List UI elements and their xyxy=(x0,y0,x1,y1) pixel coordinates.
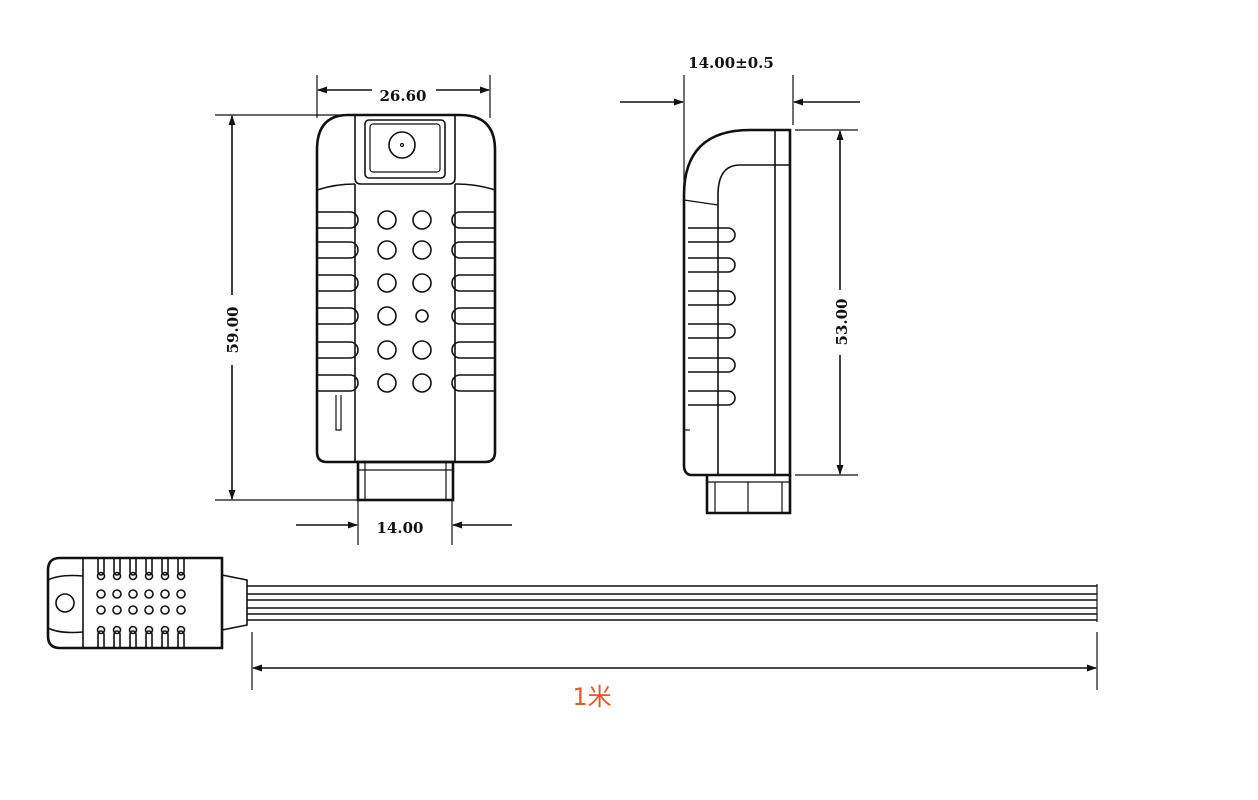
vent-slot-right xyxy=(451,274,495,292)
vent-hole xyxy=(377,240,397,260)
cable-vent-hole xyxy=(176,605,186,615)
vent-slot-left xyxy=(317,241,359,259)
thickness-dim-label: 14.00±0.5 xyxy=(688,54,774,72)
cable-vent-hole xyxy=(176,589,186,599)
vent-slot-right xyxy=(451,211,495,229)
side-height-dim-label: 53.00 xyxy=(833,299,851,346)
vent-slot-left xyxy=(317,211,359,229)
cable-vent-slot-top xyxy=(113,558,121,576)
cable-vent-slot-top xyxy=(177,558,185,576)
cable-vent-hole xyxy=(112,625,122,635)
width-dim-label: 26.60 xyxy=(380,87,427,105)
length-dim-label: 1米 xyxy=(572,683,611,711)
front-vent-slots xyxy=(317,211,495,392)
vent-slot-right xyxy=(451,374,495,392)
cable-strain-relief xyxy=(221,574,248,631)
side-fin xyxy=(688,257,736,273)
cable-vent-slot-bottom xyxy=(113,630,121,648)
cable-vent-slot-bottom xyxy=(177,630,185,648)
cable-vent-hole xyxy=(96,571,106,581)
vent-hole xyxy=(377,340,397,360)
cable-vent-hole xyxy=(96,625,106,635)
cable-vent-hole xyxy=(96,589,106,599)
vent-slot-right xyxy=(451,341,495,359)
cable-vent-hole xyxy=(128,571,138,581)
side-fin xyxy=(688,290,736,306)
cable-vent-hole xyxy=(176,625,186,635)
side-fin xyxy=(688,390,736,406)
cable-vent-slot-bottom xyxy=(129,630,137,648)
cable-vent-hole xyxy=(96,605,106,615)
front-top-cap xyxy=(354,115,456,185)
vent-slot-left xyxy=(317,374,359,392)
cable-vent-hole xyxy=(160,625,170,635)
cable-vent-slot-top xyxy=(145,558,153,576)
vent-hole xyxy=(412,210,432,230)
side-vent-fins xyxy=(688,227,736,406)
cable-vent-hole xyxy=(112,605,122,615)
vent-hole xyxy=(412,240,432,260)
vent-hole xyxy=(377,273,397,293)
cable-vent-hole xyxy=(176,571,186,581)
cable-vent-slot-bottom xyxy=(145,630,153,648)
cable-vent-hole xyxy=(112,589,122,599)
height-dim-label: 59.00 xyxy=(224,307,242,354)
cable-vent-hole xyxy=(144,589,154,599)
cable-vent-hole xyxy=(160,589,170,599)
vent-hole xyxy=(377,210,397,230)
mounting-hole-housing xyxy=(364,119,446,179)
cable-vent-slot-top xyxy=(161,558,169,576)
front-connector xyxy=(356,460,455,502)
cable-sensor-body xyxy=(46,556,224,650)
cable-vent-slot-bottom xyxy=(97,630,105,648)
cable-vent-hole xyxy=(144,625,154,635)
cable-vent-slot-bottom xyxy=(161,630,169,648)
cable-vent-hole xyxy=(128,605,138,615)
side-fin xyxy=(688,227,736,243)
cable-sensor-hole xyxy=(55,593,75,613)
side-body-outline xyxy=(682,128,792,477)
front-view: 26.60 59.00 14.00 xyxy=(215,75,512,545)
vent-hole xyxy=(412,373,432,393)
cable-vent-slot-top xyxy=(129,558,137,576)
cable-vent-hole xyxy=(112,571,122,581)
vent-slot-right xyxy=(451,241,495,259)
front-vent-holes xyxy=(377,210,432,393)
vent-hole xyxy=(412,273,432,293)
side-view: 14.00±0.5 53.00 xyxy=(620,54,860,515)
vent-slot-left xyxy=(317,274,359,292)
vent-slot-right xyxy=(451,307,495,325)
vent-hole xyxy=(412,340,432,360)
cable-vent-hole xyxy=(128,625,138,635)
connector-dim-label: 14.00 xyxy=(377,519,424,537)
mounting-hole xyxy=(388,131,416,159)
side-fin xyxy=(688,323,736,339)
cable-sensor-vents xyxy=(96,558,186,648)
cable-vent-hole xyxy=(160,605,170,615)
cable-wires xyxy=(247,584,1098,622)
front-body-outline xyxy=(315,113,497,464)
vent-hole xyxy=(377,373,397,393)
cable-vent-hole xyxy=(144,605,154,615)
vent-hole xyxy=(415,309,429,323)
cable-view: 1米 xyxy=(46,556,1098,711)
cable-vent-slot-top xyxy=(97,558,105,576)
cable-vent-hole xyxy=(144,571,154,581)
cable-vent-hole xyxy=(160,571,170,581)
side-fin xyxy=(688,357,736,373)
cable-vent-hole xyxy=(128,589,138,599)
vent-slot-left xyxy=(317,341,359,359)
vent-hole xyxy=(377,306,397,326)
vent-slot-left xyxy=(317,307,359,325)
